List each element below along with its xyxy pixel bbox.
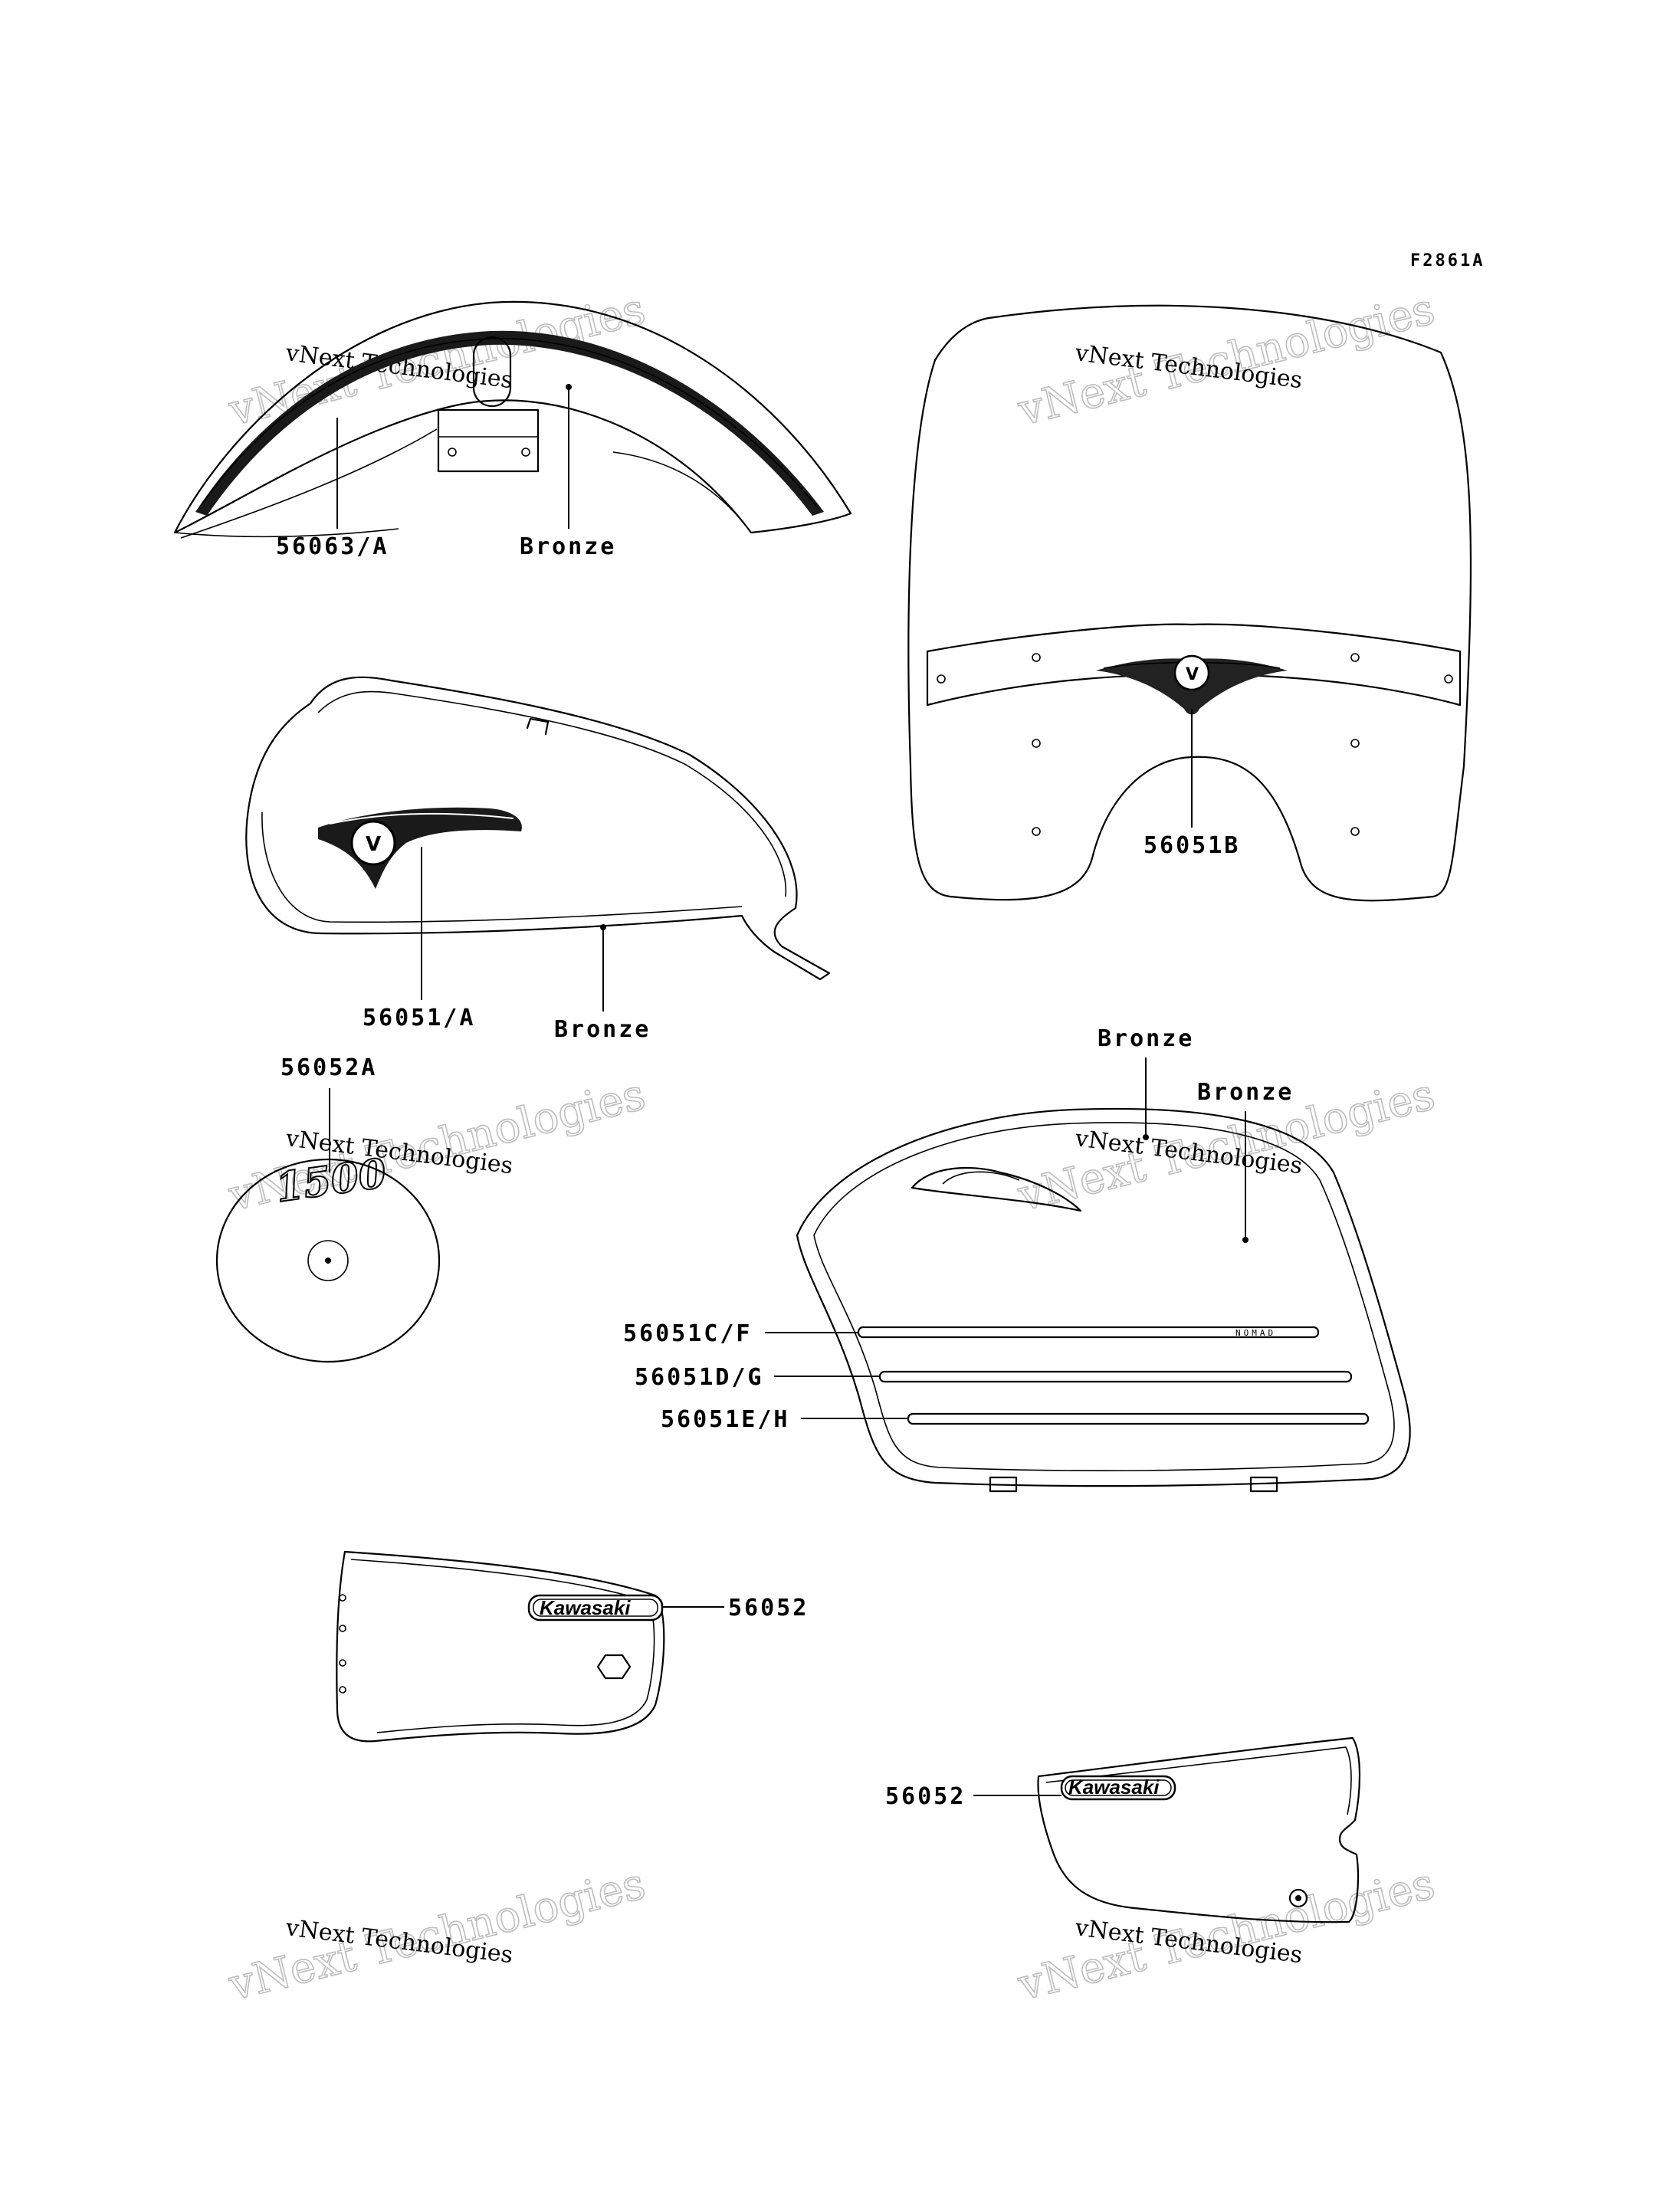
callout-left-side-cover[interactable]: 56052 — [662, 1595, 809, 1622]
callout-front-fender-decal[interactable]: 56063/A — [276, 418, 389, 560]
callout-engine-cover[interactable]: 56052A — [281, 1054, 377, 1172]
bracket-bolt — [521, 448, 530, 457]
part-number-label: 56051C/F — [623, 1320, 753, 1347]
fuel-tank[interactable]: V — [245, 676, 831, 981]
grommet-center — [1295, 1895, 1301, 1901]
left-side-cover[interactable]: Kawasaki — [336, 1550, 665, 1743]
bracket-bolt — [448, 448, 457, 457]
tank-inner-edge — [317, 690, 787, 897]
part-number-label: 56051/A — [363, 1005, 475, 1031]
cover-outline — [336, 1550, 665, 1743]
part-number-label: 56063/A — [276, 533, 389, 560]
front-fender[interactable] — [173, 300, 852, 539]
mount-hole — [1032, 827, 1041, 836]
tank-v-emblem: V — [318, 807, 522, 889]
cover-hub — [307, 1240, 349, 1281]
cover-outline — [1037, 1736, 1361, 1923]
emblem-inner-frame — [1065, 1779, 1172, 1796]
kawasaki-logo-text: Kawasaki — [1068, 1776, 1160, 1799]
fender-stripe-highlight — [200, 338, 819, 510]
callout-right-side-cover[interactable]: 56052 — [885, 1783, 1061, 1810]
callout-front-fender-color[interactable]: Bronze — [520, 384, 616, 560]
emblem-badge — [350, 820, 396, 866]
fender-bracket — [437, 408, 540, 473]
callout-windshield-emblem[interactable]: 56051B — [1144, 709, 1240, 859]
mount-hole — [1032, 739, 1041, 748]
kawasaki-emblem-left: Kawasaki — [527, 1594, 664, 1622]
mount-hole — [1350, 739, 1360, 748]
brace-bolt — [937, 674, 946, 684]
windshield[interactable]: V — [907, 304, 1472, 902]
callout-saddlebag-stripe-2[interactable]: 56051D/G — [635, 1364, 880, 1391]
callout-saddlebag-color-side[interactable]: Bronze — [1197, 1079, 1294, 1243]
saddlebag-mount — [989, 1476, 1018, 1493]
watermark-bottom-left: vNext Technologies vNext Technologies — [223, 1858, 651, 2011]
cover-rivet — [339, 1659, 346, 1667]
fender-mount-slot — [472, 336, 512, 408]
fender-lower-edge — [180, 428, 438, 539]
v-badge-letter: V — [366, 833, 381, 856]
cover-outline — [215, 1158, 441, 1363]
mount-hole — [1350, 827, 1360, 836]
part-number-label: 56052 — [728, 1595, 809, 1622]
emblem-badge — [1173, 654, 1210, 691]
color-label: Bronze — [1197, 1079, 1294, 1106]
color-label: Bronze — [1098, 1025, 1194, 1052]
cover-grommet — [1288, 1888, 1308, 1908]
emblem-wing-line — [329, 812, 514, 825]
saddlebag-latch — [911, 1166, 1082, 1212]
callout-tank-color[interactable]: Bronze — [554, 924, 651, 1043]
kawasaki-logo-text: Kawasaki — [540, 1596, 631, 1619]
tank-lower-edge — [261, 812, 743, 923]
emblem-inner-frame — [533, 1599, 658, 1617]
saddlebag-outline — [796, 1107, 1411, 1487]
part-number-label: 56051E/H — [661, 1406, 790, 1433]
brace-bolt — [1444, 674, 1453, 684]
callout-tank-emblem[interactable]: 56051/A — [363, 847, 475, 1031]
callout-saddlebag-stripe-1[interactable]: 56051C/F — [623, 1320, 858, 1347]
watermark-bottom-right: vNext Technologies vNext Technologies — [1012, 1858, 1440, 2011]
saddlebag-stripe-middle — [878, 1370, 1353, 1383]
tank-outline — [245, 676, 831, 981]
windshield-v-emblem: V — [1096, 654, 1288, 715]
callout-saddlebag-stripe-3[interactable]: 56051E/H — [661, 1406, 908, 1433]
cover-rivet — [339, 1594, 346, 1602]
saddlebag-mount — [1249, 1476, 1278, 1493]
part-number-label: 56052A — [281, 1054, 377, 1081]
saddlebag-inner-edge — [813, 1122, 1395, 1471]
fender-inner-edge — [612, 451, 752, 533]
brace-bolt — [1032, 653, 1041, 662]
cover-inner-edge — [1045, 1746, 1352, 1815]
figure-code: F2861A — [1410, 251, 1485, 271]
windshield-brace — [926, 623, 1462, 707]
kawasaki-emblem-right: Kawasaki — [1060, 1775, 1176, 1801]
fender-bottom-edge — [174, 528, 399, 538]
callout-saddlebag-color-top[interactable]: Bronze — [1098, 1025, 1194, 1140]
cover-rivet — [339, 1686, 346, 1694]
cover-center — [325, 1258, 331, 1264]
color-label: Bronze — [520, 533, 616, 560]
part-number-label: 56051D/G — [635, 1364, 764, 1391]
color-label: Bronze — [554, 1016, 651, 1043]
emblem-frame — [1060, 1775, 1176, 1801]
v-badge-letter: V — [1186, 665, 1199, 684]
cover-rivet — [339, 1625, 346, 1632]
tank-cap-tab — [526, 717, 550, 736]
fender-stripe-decal — [195, 330, 824, 516]
part-number-label: 56051B — [1144, 832, 1240, 859]
brace-bolt — [1350, 653, 1360, 662]
windshield-outline — [907, 304, 1472, 902]
fender-outline — [173, 300, 852, 534]
latch-line — [942, 1171, 1020, 1185]
saddlebag-stripe-bottom — [907, 1412, 1370, 1425]
cover-inner-edge — [350, 1559, 655, 1733]
nomad-decal-text: NOMAD — [1235, 1328, 1276, 1338]
right-side-cover[interactable]: Kawasaki — [1037, 1736, 1361, 1923]
cover-key-lock — [596, 1654, 632, 1680]
part-number-label: 56052 — [885, 1783, 966, 1810]
